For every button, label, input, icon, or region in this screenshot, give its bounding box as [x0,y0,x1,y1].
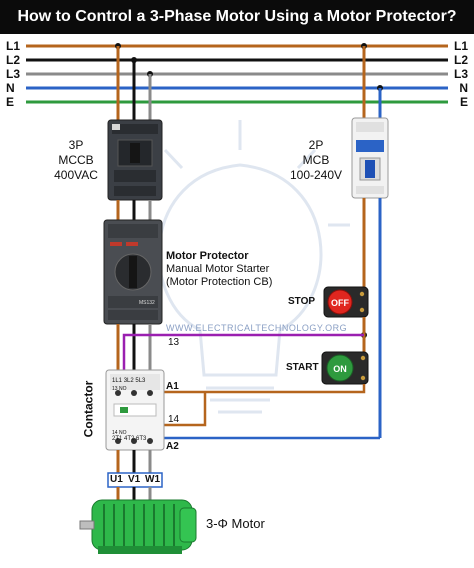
coil-label-a2: A2 [166,441,179,452]
contactor-label: Contactor [81,380,96,438]
wire-label-14: 14 [168,414,180,425]
aux-no-bottom: NO [118,430,127,436]
terminal-3l2: 3L2 [123,378,134,384]
contactor-top-terminals: 1L1 3L2 5L3 [112,378,145,384]
contactor-aux-bottom: 14 NO [112,430,126,436]
stop-button [323,286,369,318]
terminal-6t3: 6T3 [136,436,147,442]
motor-protector-label: Motor Protector Manual Motor Starter (Mo… [166,250,272,289]
start-label: START [286,362,319,373]
motor-protector-line1: Manual Motor Starter [166,263,270,275]
watermark-text: WWW.ELECTRICALTECHNOLOGY.ORG [166,323,348,333]
contactor-aux-top: 13 NO [112,386,126,392]
motor-protector-line2: (Motor Protection CB) [166,276,273,288]
motor-protector-title: Motor Protector [166,250,249,262]
bus-label-l1-right: L1 [453,39,468,53]
mcb-breaker [351,117,389,199]
aux-no-top: NO [118,386,127,392]
bus-label-l3-left: L3 [6,67,21,81]
mccb-breaker [107,119,163,201]
mcb-poles: 2P [308,138,324,152]
bus-label-l3-right: L3 [453,67,468,81]
motor-protector-device [103,219,163,325]
aux-14: 14 [112,430,118,436]
mcb-label: 2P MCB 100-240V [282,138,350,183]
terminal-4t2: 4T2 [124,436,135,442]
motor-icon [79,499,197,554]
mccb-type: MCCB [58,153,94,167]
terminal-1l1: 1L1 [112,378,123,384]
stop-face: OFF [331,298,349,308]
motor-terminal-v1: V1 [128,474,141,485]
motor-label: 3-Φ Motor [206,516,265,531]
mccb-rating: 400VAC [54,168,98,182]
start-face: ON [333,364,347,374]
aux-13: 13 [112,386,118,392]
terminal-2t1: 2T1 [112,436,123,442]
wire-a1 [164,384,366,394]
coil-label-a1: A1 [166,381,179,392]
contactor-device [105,369,165,451]
wire-13 [122,333,364,370]
bus-label-e-left: E [6,95,15,109]
bus-label-n-right: N [459,81,468,95]
mp-tag: MS132 [139,300,155,306]
title-bar [0,0,474,34]
mccb-label: 3P MCCB 400VAC [50,138,102,183]
bus-label-l2-left: L2 [6,53,21,67]
mcb-type: MCB [302,153,330,167]
bus-label-e-right: E [459,95,468,109]
mccb-poles: 3P [68,138,84,152]
mcb-rating: 100-240V [289,168,343,182]
bus-label-n-left: N [6,81,15,95]
motor-terminal-u1: U1 [110,474,123,485]
wire-14 [164,392,207,427]
stop-label: STOP [288,296,316,307]
start-button [321,351,369,385]
motor-terminal-w1: W1 [145,474,160,485]
wire-label-13: 13 [168,337,180,348]
terminal-5l3: 5L3 [135,378,146,384]
page-title: How to Control a 3-Phase Motor Using a M… [17,8,457,25]
bus-label-l1-left: L1 [6,39,21,53]
bus-label-l2-right: L2 [453,53,468,67]
contactor-bottom-terminals: 2T1 4T2 6T3 [112,436,146,442]
